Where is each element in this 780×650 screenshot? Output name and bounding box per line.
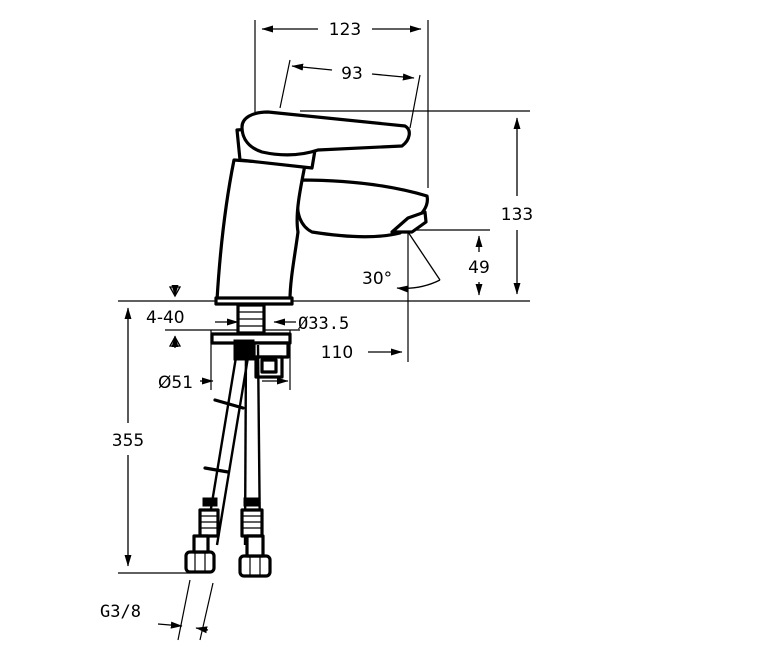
label-hose-length: 355 <box>112 431 144 451</box>
label-overall-height: 133 <box>501 205 533 225</box>
deck-markers <box>168 286 182 347</box>
label-overall-width: 123 <box>329 20 361 40</box>
dimension-labels: 123 93 133 49 30° 4-40 Ø33.5 110 Ø51 355… <box>100 20 533 622</box>
label-connection-thread: G3/8 <box>100 602 141 622</box>
label-deck-thickness: 4-40 <box>146 308 185 328</box>
fixing-assembly <box>210 303 292 379</box>
dimension-lines <box>124 25 521 634</box>
label-base-diameter: Ø51 <box>158 373 193 393</box>
label-lever-width: 93 <box>341 64 363 84</box>
label-spout-reach: 110 <box>321 343 353 363</box>
flexible-hoses <box>184 344 272 578</box>
label-shank-diameter: Ø33.5 <box>298 314 349 334</box>
label-spout-clearance: 49 <box>468 258 490 278</box>
label-lever-angle: 30° <box>362 269 392 289</box>
faucet-body <box>214 110 429 306</box>
